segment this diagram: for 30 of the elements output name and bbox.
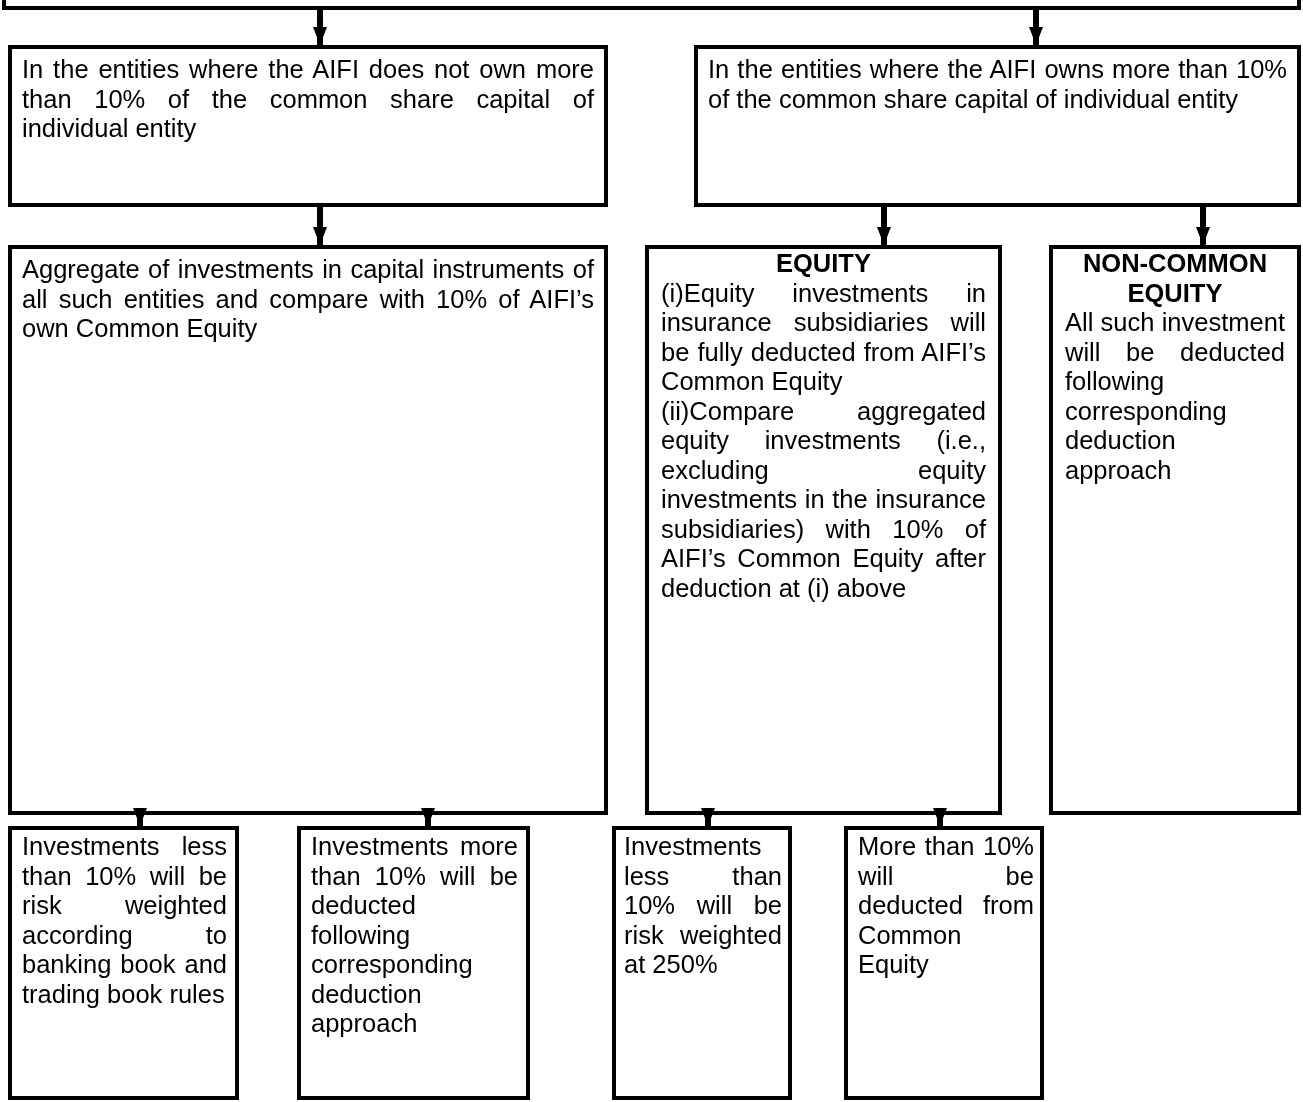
process-box <box>612 826 792 1100</box>
arrow <box>933 808 947 826</box>
box-text: More than 10% will be deducted from Common Equity <box>858 832 1034 980</box>
process-box <box>844 826 1044 1100</box>
box-text: (ii)Compare aggregated equity investments (i.e., excluding equity investments in the insurance subsidiaries) with 10% of AIFI’s Common Equity after deduction at (i) above <box>661 396 986 603</box>
box-text: All such investment will be deducted following corresponding deduction approach <box>1065 308 1285 485</box>
arrow <box>1029 10 1043 45</box>
process-box <box>8 45 608 207</box>
arrow <box>701 808 715 826</box>
arrow <box>133 808 147 826</box>
box-text: Investments less than 10% will be risk weighted at 250% <box>624 832 782 980</box>
process-box <box>694 45 1301 207</box>
box-text: Investments less than 10% will be risk weighted according to banking book and trading book rules <box>22 832 227 1009</box>
box-heading: EQUITY <box>775 249 872 279</box>
box-text: In the entities where the AIFI does not own more than 10% of the common share capital of individual entity <box>22 55 594 144</box>
arrow <box>877 207 891 245</box>
box-text: Investments more than 10% will be deducted following corresponding deduction approach <box>311 832 518 1039</box>
arrow <box>421 808 435 826</box>
box-heading: NON-COMMON EQUITY <box>1081 249 1269 308</box>
box-text: In the entities where the AIFI owns more than 10% of the common share capital of individual entity <box>708 55 1287 114</box>
process-box <box>8 245 608 815</box>
arrow <box>313 10 327 45</box>
process-box <box>8 826 239 1100</box>
box-text: Aggregate of investments in capital instruments of all such entities and compare with 10% of AIFI’s own Common Equity <box>22 255 594 344</box>
arrow <box>313 207 327 245</box>
box-text: (i)Equity investments in insurance subsidiaries will be fully deducted from AIFI’s Common Equity <box>661 278 986 397</box>
process-box <box>297 826 530 1100</box>
process-box <box>645 245 1002 815</box>
arrow <box>1196 207 1210 245</box>
process-box <box>1049 245 1301 815</box>
